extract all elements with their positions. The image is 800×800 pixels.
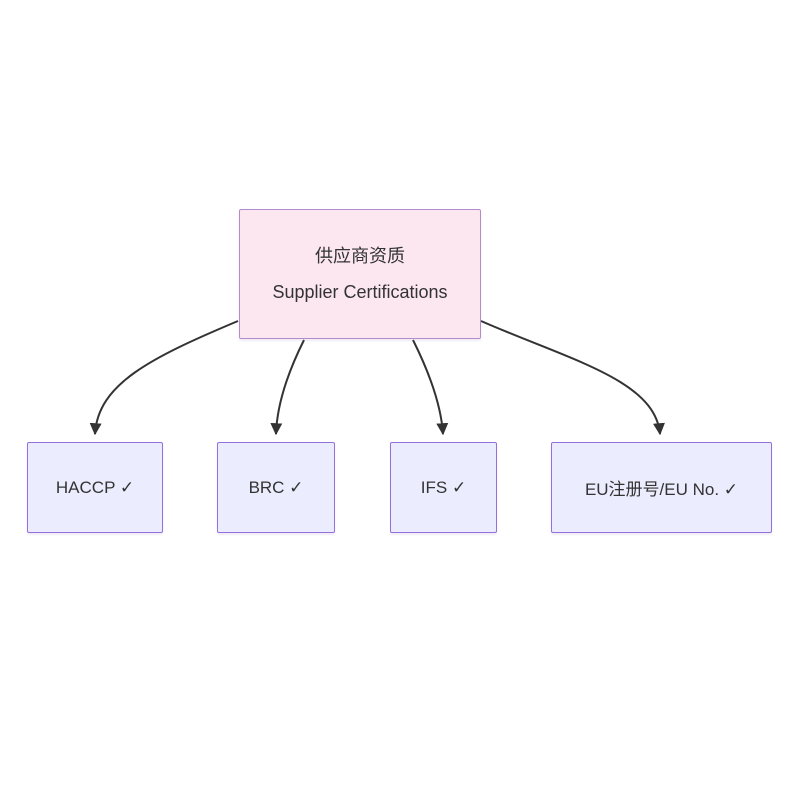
edge-root-to-brc	[270, 339, 305, 436]
node-brc: BRC ✓	[217, 442, 335, 533]
node-label: BRC ✓	[248, 477, 304, 497]
node-label: EU注册号/EU No. ✓	[584, 480, 739, 499]
node-label: HACCP ✓	[55, 477, 135, 497]
node-label: IFS ✓	[420, 477, 467, 497]
node-ifs: IFS ✓	[390, 442, 497, 533]
root-label-en: Supplier Certifications	[272, 282, 448, 302]
edge-root-to-ifs	[412, 339, 449, 436]
node-eu-registration: EU注册号/EU No. ✓	[551, 442, 772, 533]
edge-root-to-eu	[480, 320, 665, 436]
root-label-zh: 供应商资质	[315, 246, 405, 266]
node-haccp: HACCP ✓	[27, 442, 163, 533]
edge-root-to-haccp	[89, 320, 239, 436]
node-supplier-certifications: 供应商资质 Supplier Certifications	[239, 209, 481, 339]
